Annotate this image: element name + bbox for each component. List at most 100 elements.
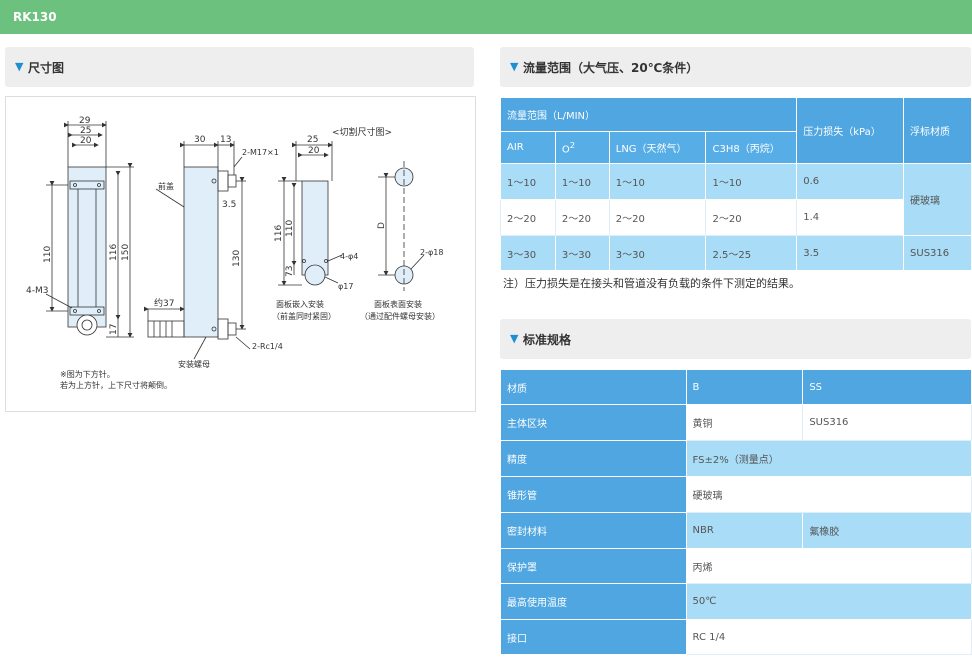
cell: 1～10 bbox=[500, 163, 556, 200]
cell: 50℃ bbox=[685, 583, 972, 620]
spec-header: 材质 bbox=[500, 369, 687, 405]
cell: 1.4 bbox=[796, 199, 905, 236]
cell: 2～20 bbox=[554, 199, 610, 236]
cell: 硬玻璃 bbox=[685, 476, 972, 513]
drawing-subtitle: <切割尺寸图> bbox=[332, 126, 392, 138]
cell: 3～30 bbox=[554, 235, 610, 271]
section-spec-header[interactable]: ▼ 标准规格 bbox=[500, 319, 971, 359]
dim-label: 前盖 bbox=[158, 181, 174, 191]
cell: 2～20 bbox=[705, 199, 798, 236]
cell: 1～10 bbox=[554, 163, 610, 200]
dim-label: 2-φ18 bbox=[420, 248, 443, 257]
dim-label: 73 bbox=[285, 266, 295, 277]
dim-label: 110 bbox=[285, 220, 295, 237]
col-c3h8: C3H8（丙烷） bbox=[705, 131, 798, 164]
cell: 1～10 bbox=[705, 163, 798, 200]
section-dimensions-header[interactable]: ▼ 尺寸图 bbox=[5, 47, 474, 87]
table-row: 锥形管 硬玻璃 bbox=[500, 476, 972, 513]
col-lng: LNG（天然气） bbox=[608, 131, 707, 164]
table-row: 密封材料 NBR 氟橡胶 bbox=[500, 512, 972, 549]
dim-label: 150 bbox=[121, 244, 131, 261]
table-row: 1～10 1～10 1～10 1～10 0.6 硬玻璃 bbox=[500, 163, 972, 236]
table-row: 接口 RC 1/4 bbox=[500, 619, 972, 655]
cell: 2～20 bbox=[608, 199, 707, 236]
dim-label: 25 bbox=[80, 126, 91, 136]
cell: SUS316 bbox=[802, 404, 972, 441]
cell: 2～20 bbox=[500, 199, 556, 236]
table-row: 3～30 3～30 3～30 2.5～25 3.5 SUS316 bbox=[500, 235, 972, 271]
page-title: RK130 bbox=[13, 10, 57, 24]
spec-header: SS bbox=[802, 369, 972, 405]
drawing-caption: 面板表面安装 bbox=[374, 299, 422, 309]
dim-label: 17 bbox=[109, 324, 119, 335]
section-spec-title: 标准规格 bbox=[523, 333, 572, 347]
page-header: RK130 bbox=[0, 0, 972, 34]
flow-group-header: 流量范围（L/MIN） bbox=[499, 97, 798, 132]
table-row: 保护罩 丙烯 bbox=[500, 548, 972, 584]
flow-note: 注）压力损失是在接头和管道没有负载的条件下测定的结果。 bbox=[503, 277, 800, 290]
pressure-header: 压力损失（kPa） bbox=[796, 97, 905, 164]
dim-label: 约37 bbox=[154, 297, 174, 309]
cell: NBR bbox=[685, 512, 804, 549]
dim-label: 130 bbox=[232, 250, 242, 267]
cell-float-glass: 硬玻璃 bbox=[903, 163, 972, 236]
dim-label: 20 bbox=[308, 146, 320, 156]
dimension-drawing: 29 25 20 110 4-M3 116 150 17 ※图为下方针。 若为上… bbox=[5, 96, 476, 412]
drawing-note: ※图为下方针。 bbox=[60, 369, 115, 379]
dim-label: 25 bbox=[307, 135, 318, 145]
row-label: 最高使用温度 bbox=[500, 583, 687, 620]
dim-label: 3.5 bbox=[222, 200, 236, 210]
triangle-down-icon: ▼ bbox=[15, 60, 24, 73]
triangle-down-icon: ▼ bbox=[510, 332, 519, 345]
table-row: 最高使用温度 50℃ bbox=[500, 583, 972, 620]
col-air: AIR bbox=[500, 131, 556, 164]
float-header: 浮标材质 bbox=[903, 97, 972, 164]
dim-label: 110 bbox=[43, 246, 53, 263]
row-label: 主体区块 bbox=[500, 404, 687, 441]
dim-label: 4-M3 bbox=[26, 286, 48, 296]
cell: SUS316 bbox=[903, 235, 972, 271]
table-row: 2～20 2～20 2～20 2～20 1.4 bbox=[500, 199, 972, 236]
section-flow-title: 流量范围（大气压、20℃条件） bbox=[523, 61, 699, 75]
cell: 黄铜 bbox=[685, 404, 804, 441]
row-label: 精度 bbox=[500, 440, 687, 477]
section-flow-header[interactable]: ▼ 流量范围（大气压、20℃条件） bbox=[500, 47, 971, 87]
dim-label: 29 bbox=[79, 116, 91, 126]
cell: 3～30 bbox=[500, 235, 556, 271]
dim-label: 4-φ4 bbox=[340, 252, 358, 261]
table-row: 精度 FS±2%（测量点） bbox=[500, 440, 972, 477]
row-label: 保护罩 bbox=[500, 548, 687, 584]
cell: 丙烯 bbox=[685, 548, 972, 584]
dim-label: 安装螺母 bbox=[178, 359, 210, 369]
row-label: 锥形管 bbox=[500, 476, 687, 513]
cell: FS±2%（测量点） bbox=[685, 440, 972, 477]
cell: RC 1/4 bbox=[685, 619, 972, 655]
cell: 氟橡胶 bbox=[802, 512, 972, 549]
cell: 3～30 bbox=[608, 235, 707, 271]
section-dimensions-title: 尺寸图 bbox=[28, 61, 65, 75]
spec-header: B bbox=[685, 369, 804, 405]
col-o2: O2 bbox=[554, 131, 610, 164]
cell: 2.5～25 bbox=[705, 235, 798, 271]
triangle-down-icon: ▼ bbox=[510, 60, 519, 73]
dim-label: 2-Rc1/4 bbox=[252, 342, 283, 351]
drawing-note: 若为上方针，上下尺寸将颠倒。 bbox=[60, 380, 172, 390]
cell: 3.5 bbox=[796, 235, 905, 271]
drawing-caption: 面板嵌入安装 bbox=[276, 299, 324, 309]
spec-table: 材质 B SS 主体区块 黄铜 SUS316 精度 FS±2%（测量点） 锥形管… bbox=[500, 369, 972, 655]
dim-label: 2-M17×1 bbox=[242, 148, 279, 157]
dim-label: φ17 bbox=[338, 282, 353, 291]
flow-range-table: 流量范围（L/MIN） 压力损失（kPa） 浮标材质 AIR O2 LNG（天然… bbox=[499, 97, 972, 271]
row-label: 接口 bbox=[500, 619, 687, 655]
dim-label: 13 bbox=[220, 135, 231, 145]
row-label: 密封材料 bbox=[500, 512, 687, 549]
table-row: 主体区块 黄铜 SUS316 bbox=[500, 404, 972, 441]
dim-label: 20 bbox=[80, 136, 92, 146]
dim-label: 30 bbox=[194, 135, 206, 145]
dim-label: D bbox=[377, 222, 387, 229]
cell: 0.6 bbox=[796, 163, 905, 200]
drawing-caption: （前盖同时紧固） bbox=[272, 311, 336, 321]
dim-label: 116 bbox=[274, 225, 284, 242]
dim-label: 116 bbox=[109, 244, 119, 261]
cell: 1～10 bbox=[608, 163, 707, 200]
